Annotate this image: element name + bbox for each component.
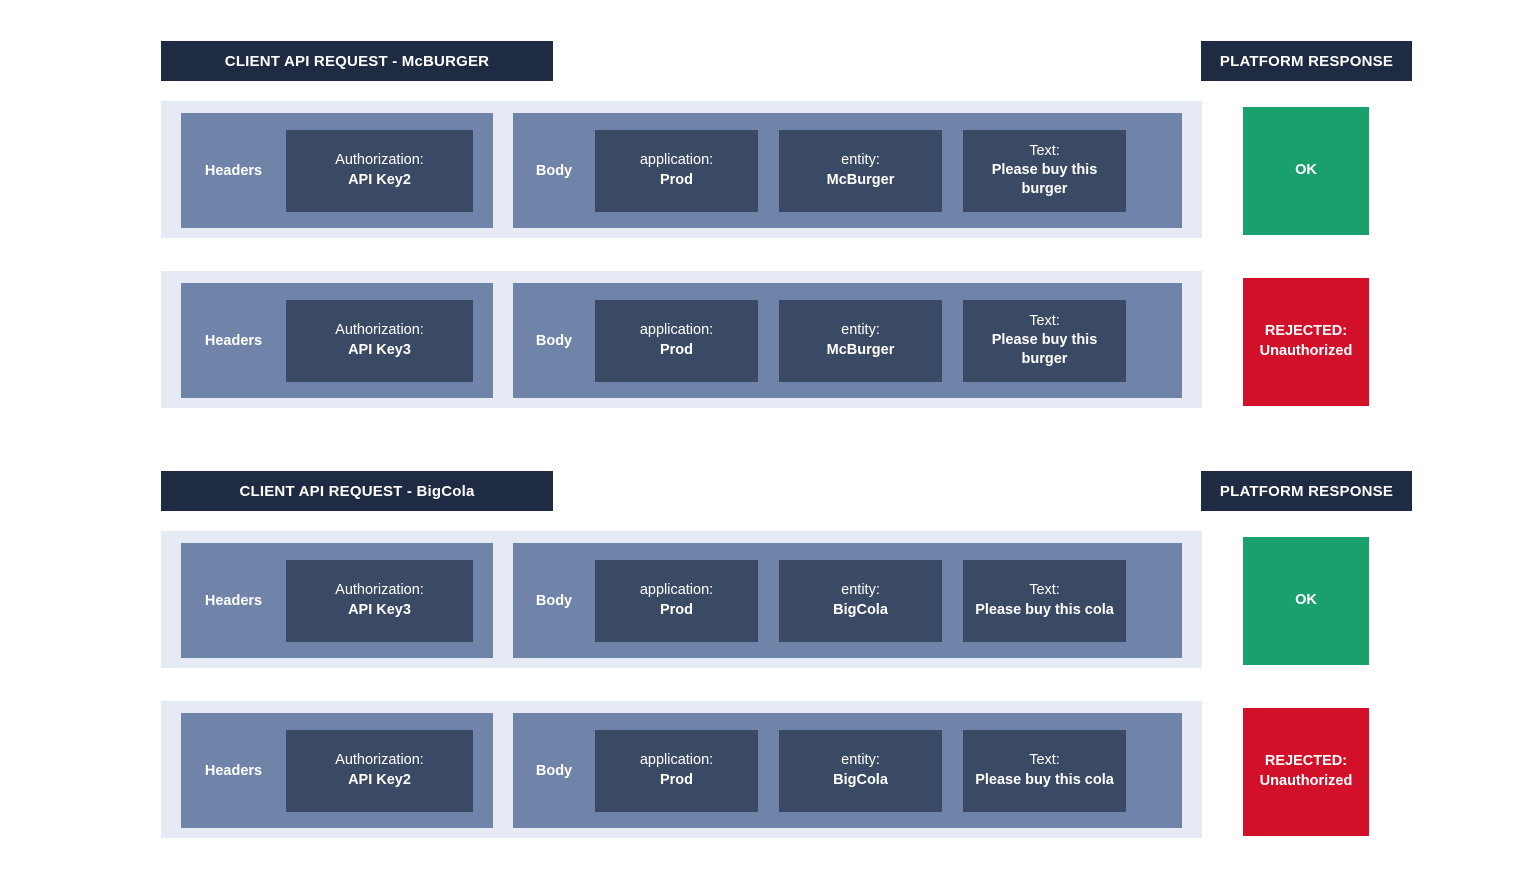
entity-field[interactable]: entity: McBurger xyxy=(779,129,942,212)
text-field-key: Text: xyxy=(1029,752,1060,769)
response-section-header-mcburger: PLATFORM RESPONSE xyxy=(1201,41,1412,81)
authorization-field[interactable]: Authorization: API Key3 xyxy=(286,559,473,642)
application-field-value: Prod xyxy=(659,341,694,358)
headers-field-group: Authorization: API Key3 xyxy=(286,543,493,658)
response-badge-rejected: REJECTED: Unauthorized xyxy=(1243,278,1369,406)
authorization-field[interactable]: Authorization: API Key2 xyxy=(286,129,473,212)
text-field[interactable]: Text: Please buy this burger xyxy=(963,299,1126,382)
entity-field-value: McBurger xyxy=(826,341,895,358)
body-panel: Body application: Prod entity: BigCola T… xyxy=(513,543,1182,658)
text-field-value: Please buy this burger xyxy=(991,331,1098,368)
response-status-label: OK xyxy=(1295,162,1317,179)
headers-field-group: Authorization: API Key2 xyxy=(286,113,493,228)
response-section-header-bigcola: PLATFORM RESPONSE xyxy=(1201,471,1412,511)
headers-field-group: Authorization: API Key2 xyxy=(286,713,493,828)
headers-panel: Headers Authorization: API Key2 xyxy=(181,113,493,228)
text-field-key: Text: xyxy=(1029,582,1060,599)
entity-field-key: entity: xyxy=(841,152,880,169)
entity-field-key: entity: xyxy=(841,322,880,339)
text-field[interactable]: Text: Please buy this cola xyxy=(963,729,1126,812)
entity-field-value: BigCola xyxy=(833,771,888,788)
headers-field-group: Authorization: API Key3 xyxy=(286,283,493,398)
authorization-field[interactable]: Authorization: API Key2 xyxy=(286,729,473,812)
application-field[interactable]: application: Prod xyxy=(595,129,758,212)
body-panel: Body application: Prod entity: McBurger … xyxy=(513,283,1182,398)
body-field-group: application: Prod entity: McBurger Text:… xyxy=(595,113,1182,228)
authorization-field-value: API Key3 xyxy=(348,601,411,618)
headers-panel: Headers Authorization: API Key3 xyxy=(181,543,493,658)
entity-field-key: entity: xyxy=(841,752,880,769)
request-row: Headers Authorization: API Key3 Body app… xyxy=(161,271,1202,408)
application-field[interactable]: application: Prod xyxy=(595,729,758,812)
authorization-field-key: Authorization: xyxy=(335,582,424,599)
authorization-field-key: Authorization: xyxy=(335,752,424,769)
request-row: Headers Authorization: API Key2 Body app… xyxy=(161,101,1202,238)
request-section-header-bigcola: CLIENT API REQUEST - BigCola xyxy=(161,471,553,511)
body-panel: Body application: Prod entity: BigCola T… xyxy=(513,713,1182,828)
request-row: Headers Authorization: API Key3 Body app… xyxy=(161,531,1202,668)
text-field-value: Please buy this cola xyxy=(975,601,1114,618)
authorization-field[interactable]: Authorization: API Key3 xyxy=(286,299,473,382)
application-field-value: Prod xyxy=(659,771,694,788)
application-field[interactable]: application: Prod xyxy=(595,559,758,642)
body-panel-label: Body xyxy=(535,332,573,349)
authorization-field-value: API Key3 xyxy=(348,341,411,358)
application-field-key: application: xyxy=(639,752,714,769)
authorization-field-key: Authorization: xyxy=(335,152,424,169)
text-field-key: Text: xyxy=(1029,142,1060,159)
entity-field[interactable]: entity: McBurger xyxy=(779,299,942,382)
authorization-field-key: Authorization: xyxy=(335,322,424,339)
headers-panel-label: Headers xyxy=(204,332,263,349)
response-badge-ok: OK xyxy=(1243,107,1369,235)
text-field-key: Text: xyxy=(1029,312,1060,329)
response-badge-ok: OK xyxy=(1243,537,1369,665)
entity-field-key: entity: xyxy=(841,582,880,599)
headers-panel: Headers Authorization: API Key2 xyxy=(181,713,493,828)
body-field-group: application: Prod entity: McBurger Text:… xyxy=(595,283,1182,398)
body-panel-label: Body xyxy=(535,762,573,779)
text-field[interactable]: Text: Please buy this burger xyxy=(963,129,1126,212)
body-field-group: application: Prod entity: BigCola Text: … xyxy=(595,713,1182,828)
response-status-label: OK xyxy=(1295,592,1317,609)
application-field-key: application: xyxy=(639,582,714,599)
response-section-header-label: PLATFORM RESPONSE xyxy=(1219,52,1394,70)
body-panel-label: Body xyxy=(535,162,573,179)
authorization-field-value: API Key2 xyxy=(348,771,411,788)
application-field-key: application: xyxy=(639,152,714,169)
body-panel: Body application: Prod entity: McBurger … xyxy=(513,113,1182,228)
application-field-value: Prod xyxy=(659,601,694,618)
application-field-value: Prod xyxy=(659,171,694,188)
application-field[interactable]: application: Prod xyxy=(595,299,758,382)
entity-field[interactable]: entity: BigCola xyxy=(779,729,942,812)
application-field-key: application: xyxy=(639,322,714,339)
response-badge-rejected: REJECTED: Unauthorized xyxy=(1243,708,1369,836)
response-detail-label: Unauthorized xyxy=(1259,773,1353,789)
text-field-value: Please buy this burger xyxy=(991,161,1098,198)
headers-panel-label: Headers xyxy=(204,592,263,609)
entity-field-value: BigCola xyxy=(833,601,888,618)
response-detail-label: Unauthorized xyxy=(1259,343,1353,359)
text-field[interactable]: Text: Please buy this cola xyxy=(963,559,1126,642)
headers-panel-label: Headers xyxy=(204,162,263,179)
response-status-label: REJECTED: xyxy=(1264,753,1348,770)
response-section-header-label: PLATFORM RESPONSE xyxy=(1219,482,1394,500)
response-status-label: REJECTED: xyxy=(1264,323,1348,340)
body-field-group: application: Prod entity: BigCola Text: … xyxy=(595,543,1182,658)
entity-field[interactable]: entity: BigCola xyxy=(779,559,942,642)
authorization-field-value: API Key2 xyxy=(348,171,411,188)
request-row: Headers Authorization: API Key2 Body app… xyxy=(161,701,1202,838)
entity-field-value: McBurger xyxy=(826,171,895,188)
request-section-header-mcburger: CLIENT API REQUEST - McBURGER xyxy=(161,41,553,81)
request-section-header-label: CLIENT API REQUEST - BigCola xyxy=(239,482,475,500)
text-field-value: Please buy this cola xyxy=(975,771,1114,788)
headers-panel: Headers Authorization: API Key3 xyxy=(181,283,493,398)
headers-panel-label: Headers xyxy=(204,762,263,779)
request-section-header-label: CLIENT API REQUEST - McBURGER xyxy=(224,52,490,70)
body-panel-label: Body xyxy=(535,592,573,609)
